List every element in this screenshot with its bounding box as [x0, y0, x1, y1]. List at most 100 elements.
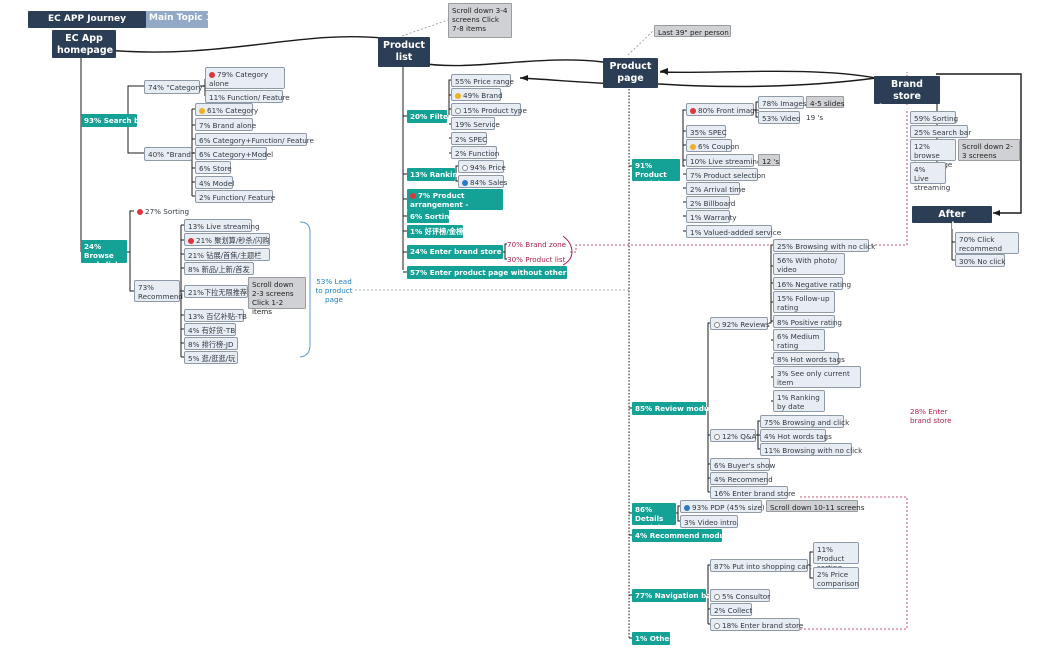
node-qa-no-click[interactable]: 11% Browsing with no click: [760, 443, 862, 456]
node-page-live-streaming[interactable]: 10% Live streaming: [686, 154, 762, 167]
node-price-range[interactable]: 55% Price range: [451, 74, 514, 87]
node-positive-rating[interactable]: 8% Positive rating: [773, 315, 842, 328]
node-product-sorting[interactable]: 11% Product sorting: [813, 542, 859, 572]
node-good-reviews[interactable]: 1% 好评榜/金榜: [407, 225, 463, 238]
node-product-selection[interactable]: 7% Product selection: [686, 168, 766, 181]
node-list-sorting[interactable]: 6% Sorting: [407, 210, 455, 223]
node-product-list-return[interactable]: 30% Product list: [507, 255, 566, 264]
node-pdp[interactable]: 93% PDP (45% size): [680, 500, 765, 513]
node-app-homepage[interactable]: EC App homepage: [52, 30, 116, 58]
node-category-function-feature[interactable]: 6% Category+Function/ Feature: [195, 133, 314, 146]
node-enter-without-click[interactable]: 57% Enter product page without other cli…: [407, 266, 591, 279]
node-brand-filter[interactable]: 49% Brand: [451, 88, 503, 101]
node-product-module[interactable]: 91% Product module: [632, 159, 680, 188]
node-shopping-cart[interactable]: 87% Put into shopping cart: [710, 559, 812, 572]
node-rank-sales[interactable]: 84% Sales: [458, 175, 507, 188]
node-recommend[interactable]: 73% Recommend: [134, 280, 183, 302]
node-review-module[interactable]: 85% Review module: [632, 402, 716, 415]
pdp-label: 93% PDP (45% size): [692, 503, 765, 512]
node-brand-live[interactable]: 4% Live streaming: [910, 162, 950, 192]
node-others[interactable]: 1% Others: [632, 632, 677, 645]
node-review-enter-brand[interactable]: 16% Enter brand store: [710, 486, 795, 499]
sorting-label: 27% Sorting: [145, 207, 190, 216]
node-follow-up-rating[interactable]: 15% Follow-up rating: [773, 291, 835, 313]
node-list-enter-brand[interactable]: 24% Enter brand store: [407, 245, 503, 259]
node-rank-price[interactable]: 94% Price: [458, 160, 506, 173]
node-details-module[interactable]: 86% Details module: [632, 503, 676, 532]
node-negative-rating[interactable]: 16% Negative rating: [773, 277, 851, 290]
node-flash-sale[interactable]: 21% 聚划算/秒杀/闪购: [184, 233, 270, 246]
node-collect[interactable]: 2% Collect: [710, 603, 752, 616]
node-brand-alone[interactable]: 7% Brand alone: [195, 118, 256, 131]
node-billboard[interactable]: 2% Billboard: [686, 196, 735, 209]
node-video-intro[interactable]: 3% Video intro.: [680, 515, 739, 528]
node-brand-query[interactable]: 40% "Brand": [144, 147, 194, 161]
node-value-added[interactable]: 1% Valued-added service: [686, 225, 781, 238]
node-review-photo-video[interactable]: 56% With photo/ video: [773, 253, 845, 275]
node-qa[interactable]: 12% Q&A: [710, 429, 756, 442]
node-warranty[interactable]: 1% Warranty: [686, 210, 737, 223]
node-brand-category[interactable]: 61% Category: [195, 103, 258, 116]
node-function-feature[interactable]: 2% Function/ Feature: [195, 190, 275, 203]
node-consultor[interactable]: 5% Consultor: [710, 589, 770, 602]
node-buyer-show[interactable]: 6% Buyer's show: [710, 458, 775, 471]
node-arrangement[interactable]: 7% Product arrangement - vertical: [407, 189, 503, 218]
node-ranking-jd[interactable]: 8% 排行榜-JD: [184, 337, 238, 350]
node-product-type[interactable]: 15% Product type: [451, 103, 527, 116]
node-category-function[interactable]: 11% Function/ Feature: [205, 90, 290, 103]
node-product-list[interactable]: Product list: [378, 37, 430, 67]
node-price-comparison[interactable]: 2% Price comparison: [813, 567, 859, 589]
node-browse-click[interactable]: 24% Browse and click: [81, 240, 127, 269]
node-reviews[interactable]: 92% Reviews: [710, 317, 770, 330]
node-spec-module[interactable]: 35% SPEC: [686, 125, 727, 138]
node-brand-search[interactable]: 25% Search bar: [910, 125, 971, 138]
node-current-item[interactable]: 3% See only current item: [773, 366, 861, 388]
node-recommend-module[interactable]: 4% Recommend module: [632, 529, 732, 542]
node-hot-words[interactable]: 8% Hot words tags: [773, 352, 845, 365]
node-new-arrivals[interactable]: 8% 新品/上新/首发: [184, 262, 254, 275]
node-model[interactable]: 4% Model: [195, 176, 234, 189]
main-topic[interactable]: Main Topic 1: [146, 11, 212, 28]
node-review-no-click[interactable]: 25% Browsing with no click: [773, 239, 875, 252]
node-good-items[interactable]: 4% 有好货-TB: [184, 323, 236, 336]
node-category-alone[interactable]: 79% Category alone: [205, 67, 285, 89]
node-spec[interactable]: 2% SPEC: [451, 132, 487, 145]
priority-2-icon: [199, 107, 205, 114]
node-no-click[interactable]: 30% No click: [955, 254, 1005, 267]
node-category-model[interactable]: 6% Category+Model: [195, 147, 273, 160]
node-coupon[interactable]: 6% Coupon: [686, 139, 739, 152]
node-brand-browse[interactable]: 12% browse homepage: [910, 139, 956, 169]
node-images[interactable]: 78% Images: [758, 96, 807, 109]
node-front-image[interactable]: 80% Front image: [686, 103, 759, 116]
node-live-streaming[interactable]: 13% Live streaming: [184, 219, 260, 232]
node-function[interactable]: 2% Function: [451, 146, 499, 159]
node-ranking-date[interactable]: 1% Ranking by date: [773, 390, 825, 412]
node-search-bar[interactable]: 93% Search bar: [81, 114, 148, 127]
node-infinite-recommend[interactable]: 21%下拉无限推荐: [184, 285, 248, 298]
node-store[interactable]: 6% Store: [195, 161, 232, 174]
node-brand-zone[interactable]: 70% Brand zone: [507, 240, 567, 249]
node-banner[interactable]: 21% 钻展/首焦/主题栏: [184, 248, 270, 261]
node-ranking[interactable]: 13% Ranking: [407, 168, 463, 181]
node-filter[interactable]: 20% Filter: [407, 110, 451, 123]
node-product-page[interactable]: Product page: [603, 58, 658, 88]
node-click-recommend[interactable]: 70% Click recommend items: [955, 232, 1019, 262]
node-medium-rating[interactable]: 6% Medium rating: [773, 329, 825, 351]
node-category-query[interactable]: 74% "Category": [144, 80, 206, 94]
node-brand-sorting[interactable]: 59% Sorting: [910, 111, 958, 124]
node-arrival-time[interactable]: 2% Arrival time: [686, 182, 746, 195]
node-navigation-bar[interactable]: 77% Navigation bar: [632, 589, 715, 602]
node-qa-hot-words[interactable]: 4% Hot words tags: [760, 429, 832, 442]
node-nav-enter-brand[interactable]: 18% Enter brand store: [710, 618, 803, 631]
node-after-purchase[interactable]: After purchase: [912, 206, 992, 232]
node-brand-store-homepage[interactable]: Brand store homepage: [874, 76, 940, 114]
node-subsidy[interactable]: 13% 百亿补贴-TB: [184, 309, 247, 322]
node-video[interactable]: 53% Video: [758, 111, 800, 124]
node-sorting[interactable]: 27% Sorting: [134, 205, 190, 218]
node-review-recommend[interactable]: 4% Recommend: [710, 472, 773, 485]
map-title[interactable]: EC APP Journey: [28, 11, 146, 28]
node-service[interactable]: 19% Service: [451, 117, 500, 130]
node-qa-browse-click[interactable]: 75% Browsing and click: [760, 415, 849, 428]
node-stroll[interactable]: 5% 逛/逛逛/玩: [184, 351, 238, 364]
